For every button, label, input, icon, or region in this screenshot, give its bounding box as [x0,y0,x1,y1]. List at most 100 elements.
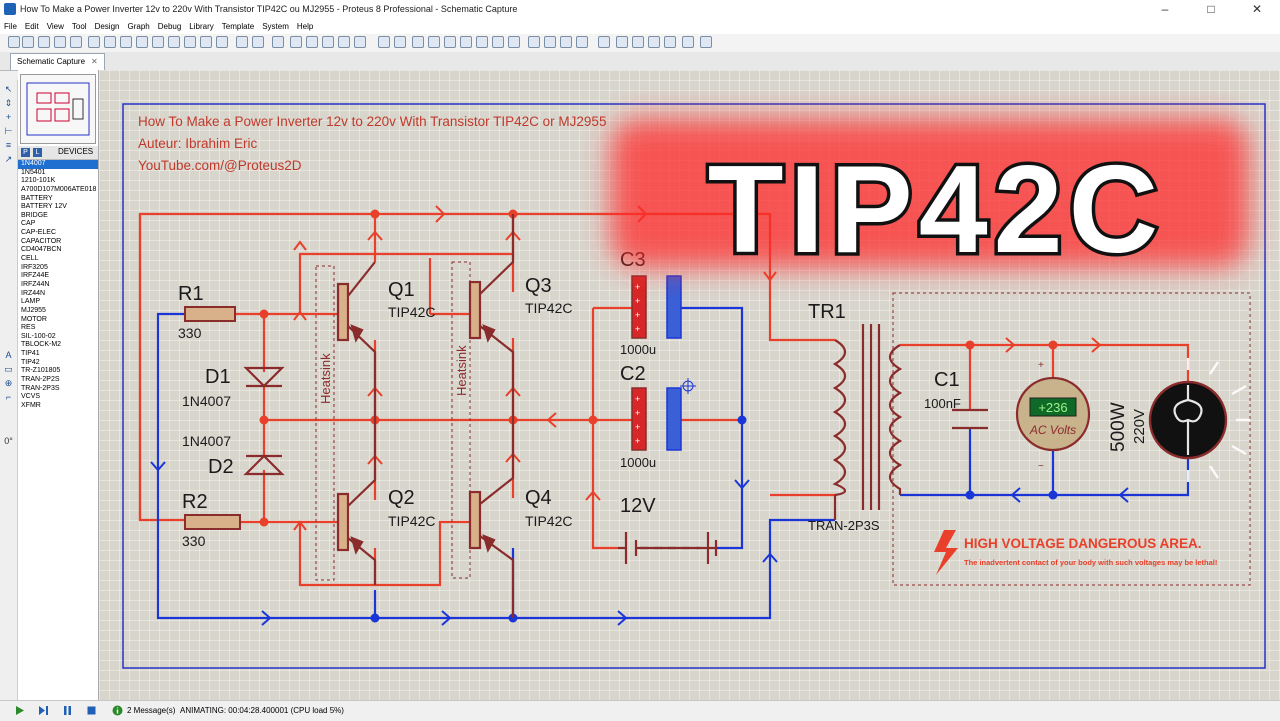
selection-mode-icon[interactable]: ↖ [4,84,13,94]
device-list-item[interactable]: CD4047BCN [21,246,62,254]
q3-symbol[interactable] [468,214,515,420]
toolbar-button-icon[interactable] [576,36,588,48]
toolbar-button-icon[interactable] [236,36,248,48]
menu-system[interactable]: System [262,22,289,31]
toolbar-button-icon[interactable] [632,36,644,48]
device-list-item[interactable]: TIP41 [21,350,40,358]
device-list-item[interactable]: CAP-ELEC [21,229,57,237]
r2-body[interactable] [184,514,241,530]
marker-mode-icon[interactable]: ⌐ [5,392,12,402]
toolbar-button-icon[interactable] [152,36,164,48]
device-list-item[interactable]: IRFZ44E [21,272,50,280]
bus-icon[interactable]: ↗ [4,154,13,164]
maximize-button[interactable]: □ [1207,2,1215,16]
device-list-item[interactable]: TRAN-2P2S [21,376,60,384]
device-list-item[interactable]: MOTOR [21,315,47,323]
device-list-item[interactable]: CELL [21,255,39,263]
minimize-button[interactable]: – [1161,2,1169,16]
device-list-item[interactable]: 1210-101K [21,177,56,185]
menu-view[interactable]: View [46,22,64,31]
close-button[interactable]: ✕ [1251,2,1263,16]
toolbar-button-icon[interactable] [168,36,180,48]
device-list-item[interactable]: TBLOCK-M2 [21,341,62,349]
device-list-item[interactable]: 1N4007 [18,160,98,169]
d2-symbol[interactable] [243,454,285,476]
toolbar-button-icon[interactable] [252,36,264,48]
toolbar-button-icon[interactable] [460,36,472,48]
toolbar-button-icon[interactable] [104,36,116,48]
toolbar-button-icon[interactable] [616,36,628,48]
text-script-icon[interactable]: ≡ [5,140,12,150]
toolbar-button-icon[interactable] [682,36,694,48]
toolbar-button-icon[interactable] [88,36,100,48]
stop-icon[interactable] [86,705,97,716]
menu-tool[interactable]: Tool [71,22,87,31]
pick-device-button[interactable]: P [21,148,30,157]
device-list-item[interactable]: CAPACITOR [21,237,62,245]
r1-body[interactable] [184,306,236,322]
toolbar-button-icon[interactable] [664,36,676,48]
c2-symbol[interactable]: ++++ [631,387,682,451]
messages-count[interactable]: 2 Message(s) [127,706,176,715]
overview-preview[interactable] [20,74,96,144]
text-mode-icon[interactable]: A [5,350,12,360]
menu-library[interactable]: Library [189,22,214,31]
toolbar-button-icon[interactable] [492,36,504,48]
lamp-symbol[interactable] [1148,358,1250,482]
tab-close-icon[interactable]: ✕ [91,57,98,66]
device-list-item[interactable]: 1N5401 [21,168,46,176]
c1-symbol[interactable] [952,408,988,430]
toolbar-button-icon[interactable] [476,36,488,48]
ac-voltmeter[interactable] [1015,376,1091,452]
toolbar-button-icon[interactable] [544,36,556,48]
toolbar-button-icon[interactable] [354,36,366,48]
toolbar-button-icon[interactable] [184,36,196,48]
toolbar-button-icon[interactable] [444,36,456,48]
device-list-item[interactable]: IRF3205 [21,263,48,271]
toolbar-button-icon[interactable] [394,36,406,48]
toolbar-button-icon[interactable] [54,36,66,48]
device-list-item[interactable]: VCVS [21,393,41,401]
toolbar-button-icon[interactable] [22,36,34,48]
component-mode-icon[interactable]: ⇕ [4,98,13,108]
transformer-symbol[interactable] [832,324,903,520]
device-list-item[interactable]: SIL-100-02 [21,332,56,340]
device-list-item[interactable]: BATTERY [21,194,53,202]
q4-symbol[interactable] [468,420,515,618]
device-list-item[interactable]: BRIDGE [21,211,48,219]
schematic-canvas[interactable]: How To Make a Power Inverter 12v to 220v… [99,70,1280,700]
pause-icon[interactable] [62,705,73,716]
toolbar-button-icon[interactable] [272,36,284,48]
device-list-item[interactable]: TRAN-2P3S [21,384,60,392]
menu-edit[interactable]: Edit [24,22,39,31]
toolbar-button-icon[interactable] [322,36,334,48]
toolbar-button-icon[interactable] [648,36,660,48]
step-icon[interactable] [38,705,49,716]
toolbar-button-icon[interactable] [200,36,212,48]
toolbar-button-icon[interactable] [290,36,302,48]
toolbar-button-icon[interactable] [38,36,50,48]
toolbar-button-icon[interactable] [136,36,148,48]
junction-dot-icon[interactable]: + [5,112,12,122]
tab-schematic-capture[interactable]: Schematic Capture✕ [10,53,105,70]
menu-help[interactable]: Help [296,22,314,31]
device-list-item[interactable]: XFMR [21,401,41,409]
wire-label-icon[interactable]: ⊢ [4,126,13,136]
d1-symbol[interactable] [243,366,285,388]
toolbar-button-icon[interactable] [508,36,520,48]
toolbar-button-icon[interactable] [216,36,228,48]
toolbar-button-icon[interactable] [428,36,440,48]
toolbar-button-icon[interactable] [120,36,132,48]
device-list-item[interactable]: LAMP [21,298,41,306]
device-list-item[interactable]: CAP [21,220,36,228]
toolbar-button-icon[interactable] [560,36,572,48]
toolbar-button-icon[interactable] [528,36,540,48]
library-manager-button[interactable]: L [33,148,42,157]
symbol-mode-icon[interactable]: ⊕ [4,378,13,388]
toolbar-button-icon[interactable] [378,36,390,48]
q2-symbol[interactable] [336,420,377,585]
play-icon[interactable] [14,705,25,716]
toolbar-button-icon[interactable] [8,36,20,48]
q1-symbol[interactable] [336,261,377,420]
menu-file[interactable]: File [4,22,17,31]
